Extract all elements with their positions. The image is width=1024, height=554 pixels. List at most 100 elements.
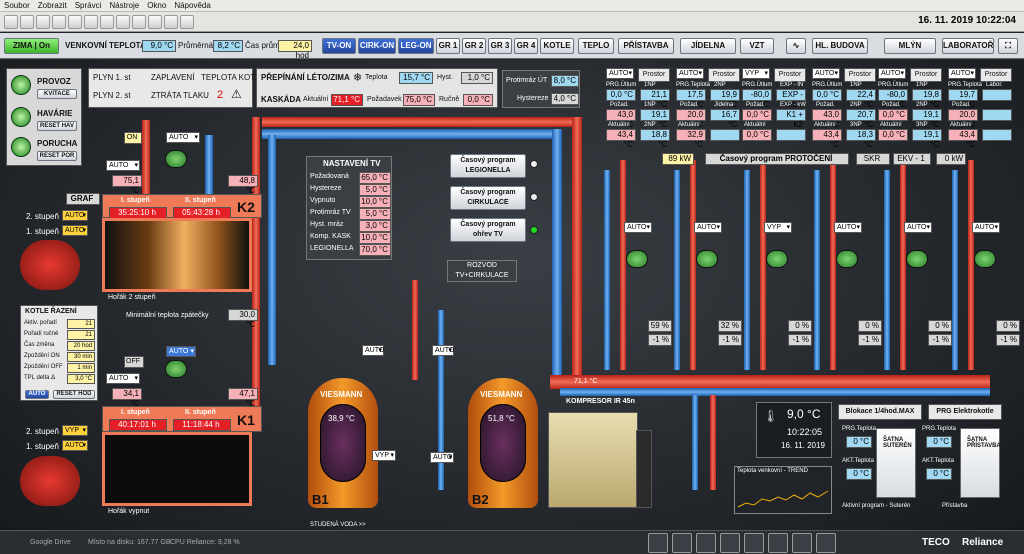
- branch-pump-icon[interactable]: [836, 250, 858, 268]
- toolbar-icon[interactable]: [68, 14, 82, 29]
- zone-prostor-label[interactable]: Prostor: [774, 68, 806, 82]
- zone-mode-select[interactable]: AUTO: [812, 68, 840, 79]
- branch-pump-icon[interactable]: [766, 250, 788, 268]
- gr4-button[interactable]: GR 4: [514, 38, 538, 54]
- tv-row-value[interactable]: 65,0 °C: [359, 172, 391, 184]
- b2-select[interactable]: AUTO: [430, 452, 454, 463]
- k1-pump-icon[interactable]: [165, 360, 187, 378]
- k2-valve-select[interactable]: AUTO: [106, 160, 140, 171]
- toolbar-icon[interactable]: [36, 14, 50, 29]
- nav-icon[interactable]: [696, 533, 716, 553]
- tv-row-value[interactable]: 10,0 °C: [359, 232, 391, 244]
- kr-row-value[interactable]: 3,0 °C: [67, 374, 95, 384]
- mlyn-button[interactable]: MLÝN: [884, 38, 936, 54]
- nav-icon[interactable]: [648, 533, 668, 553]
- branch-select[interactable]: AUTO: [694, 222, 722, 233]
- zone-mode-select[interactable]: AUTO: [948, 68, 976, 79]
- tv-row-value[interactable]: 3,0 °C: [359, 220, 391, 232]
- nav-icon[interactable]: [720, 533, 740, 553]
- branch-select[interactable]: AUTO: [904, 222, 932, 233]
- branch-select[interactable]: AUTO: [624, 222, 652, 233]
- prg-elektrokotle[interactable]: PRG Elektrokotle: [928, 404, 1002, 420]
- gr1-button[interactable]: GR 1: [436, 38, 460, 54]
- toolbar-icon[interactable]: [116, 14, 130, 29]
- k2-stupen1-select[interactable]: AUTO: [62, 225, 88, 236]
- k1-valve-select[interactable]: AUTO: [106, 373, 140, 384]
- zone-prostor-label[interactable]: Prostor: [980, 68, 1012, 82]
- zone-mode-select[interactable]: VYP: [742, 68, 770, 79]
- trend-panel[interactable]: Teplota venkovní - TREND: [734, 466, 832, 514]
- kr-auto-button[interactable]: AUTO: [25, 390, 49, 399]
- cirk-pump-select[interactable]: AUTO: [432, 345, 454, 356]
- nav-icon[interactable]: [744, 533, 764, 553]
- nav-icon[interactable]: [768, 533, 788, 553]
- zone-mode-select[interactable]: AUTO: [878, 68, 906, 79]
- k2-pump-icon[interactable]: [165, 150, 187, 168]
- vzt-button[interactable]: VZT: [740, 38, 774, 54]
- menu-item[interactable]: Správci: [74, 1, 102, 10]
- legionella-program-button[interactable]: Časový program LEGIONELLA: [450, 154, 526, 178]
- branch-select[interactable]: VYP: [764, 222, 792, 233]
- cirkulace-program-button[interactable]: Časový program CIRKULACE: [450, 186, 526, 210]
- pristavba-button[interactable]: PŘÍSTAVBA: [618, 38, 674, 54]
- toolbar-icon[interactable]: [100, 14, 114, 29]
- zone-prostor-label[interactable]: Prostor: [910, 68, 942, 82]
- branch-pump-icon[interactable]: [626, 250, 648, 268]
- tv-row-value[interactable]: 5,0 °C: [359, 184, 391, 196]
- kr-row-value[interactable]: 21: [67, 330, 95, 340]
- cirk-on-button[interactable]: CIRK-ON: [358, 38, 396, 54]
- gr3-button[interactable]: GR 3: [488, 38, 512, 54]
- kotle-button[interactable]: KOTLE: [540, 38, 574, 54]
- toolbar-icon[interactable]: [20, 14, 34, 29]
- tv-row-value[interactable]: 10,0 °C: [359, 196, 391, 208]
- gr2-button[interactable]: GR 2: [462, 38, 486, 54]
- nav-icon[interactable]: [816, 533, 836, 553]
- toolbar-icon[interactable]: [164, 14, 178, 29]
- tv-pump-select[interactable]: AUTO: [362, 345, 384, 356]
- zima-toggle[interactable]: ZIMA | On: [4, 38, 59, 54]
- zone-mode-select[interactable]: AUTO: [676, 68, 704, 79]
- tv-on-button[interactable]: TV-ON: [322, 38, 356, 54]
- kvitace-button[interactable]: KVITACE: [37, 89, 77, 99]
- reset-hav-button[interactable]: RESET HAV: [37, 121, 77, 131]
- kr-row-value[interactable]: 20 hod: [67, 341, 95, 351]
- kr-row-value[interactable]: 1 min: [67, 363, 95, 373]
- menu-item[interactable]: Okno: [147, 1, 167, 10]
- branch-pump-icon[interactable]: [974, 250, 996, 268]
- kr-row-value[interactable]: 21: [67, 319, 95, 329]
- program-title[interactable]: Časový program PROTOČENÍ: [705, 153, 849, 165]
- zone-prostor-label[interactable]: Prostor: [844, 68, 876, 82]
- toolbar-icon[interactable]: [52, 14, 66, 29]
- kaskada-rucne-value[interactable]: 0,0 °C: [463, 94, 493, 106]
- toolbar-icon[interactable]: [132, 14, 146, 29]
- jidelna-button[interactable]: JÍDELNA: [680, 38, 736, 54]
- branch-select[interactable]: AUTO: [834, 222, 862, 233]
- laborator-button[interactable]: LABORATOŘ: [942, 38, 994, 54]
- k2-stupen2-select[interactable]: AUTO: [62, 210, 88, 221]
- min-zpatecky-value[interactable]: 30,0 °C: [228, 309, 258, 329]
- toolbar-icon[interactable]: [148, 14, 162, 29]
- kr-row-value[interactable]: 30 min: [67, 352, 95, 362]
- menu-item[interactable]: Zobrazit: [37, 1, 67, 10]
- graph-icon[interactable]: ∿: [786, 38, 806, 54]
- zone-mode-select[interactable]: AUTO: [606, 68, 634, 79]
- nav-icon[interactable]: [672, 533, 692, 553]
- branch-pump-icon[interactable]: [696, 250, 718, 268]
- tv-row-value[interactable]: 70,0 °C: [359, 244, 391, 256]
- k2-pump-select[interactable]: AUTO: [166, 132, 200, 143]
- tv-row-value[interactable]: 5,0 °C: [359, 208, 391, 220]
- teplo-button[interactable]: TEPLO: [578, 38, 614, 54]
- k1-stupen1-select[interactable]: AUTO: [62, 440, 88, 451]
- menu-item[interactable]: Soubor: [4, 1, 30, 10]
- ohrev-program-button[interactable]: Časový program ohřev TV: [450, 218, 526, 242]
- toolbar-icon[interactable]: [84, 14, 98, 29]
- k1-pump-select[interactable]: AUTO: [166, 346, 196, 357]
- hl-budova-button[interactable]: HL. BUDOVA: [812, 38, 868, 54]
- branch-select[interactable]: AUTO: [972, 222, 1000, 233]
- nav-icon[interactable]: [792, 533, 812, 553]
- branch-pump-icon[interactable]: [906, 250, 928, 268]
- toolbar-icon[interactable]: [180, 14, 194, 29]
- menu-item[interactable]: Nápověda: [174, 1, 211, 10]
- zone-prostor-label[interactable]: Prostor: [638, 68, 670, 82]
- reset-por-button[interactable]: RESET POR: [37, 151, 77, 161]
